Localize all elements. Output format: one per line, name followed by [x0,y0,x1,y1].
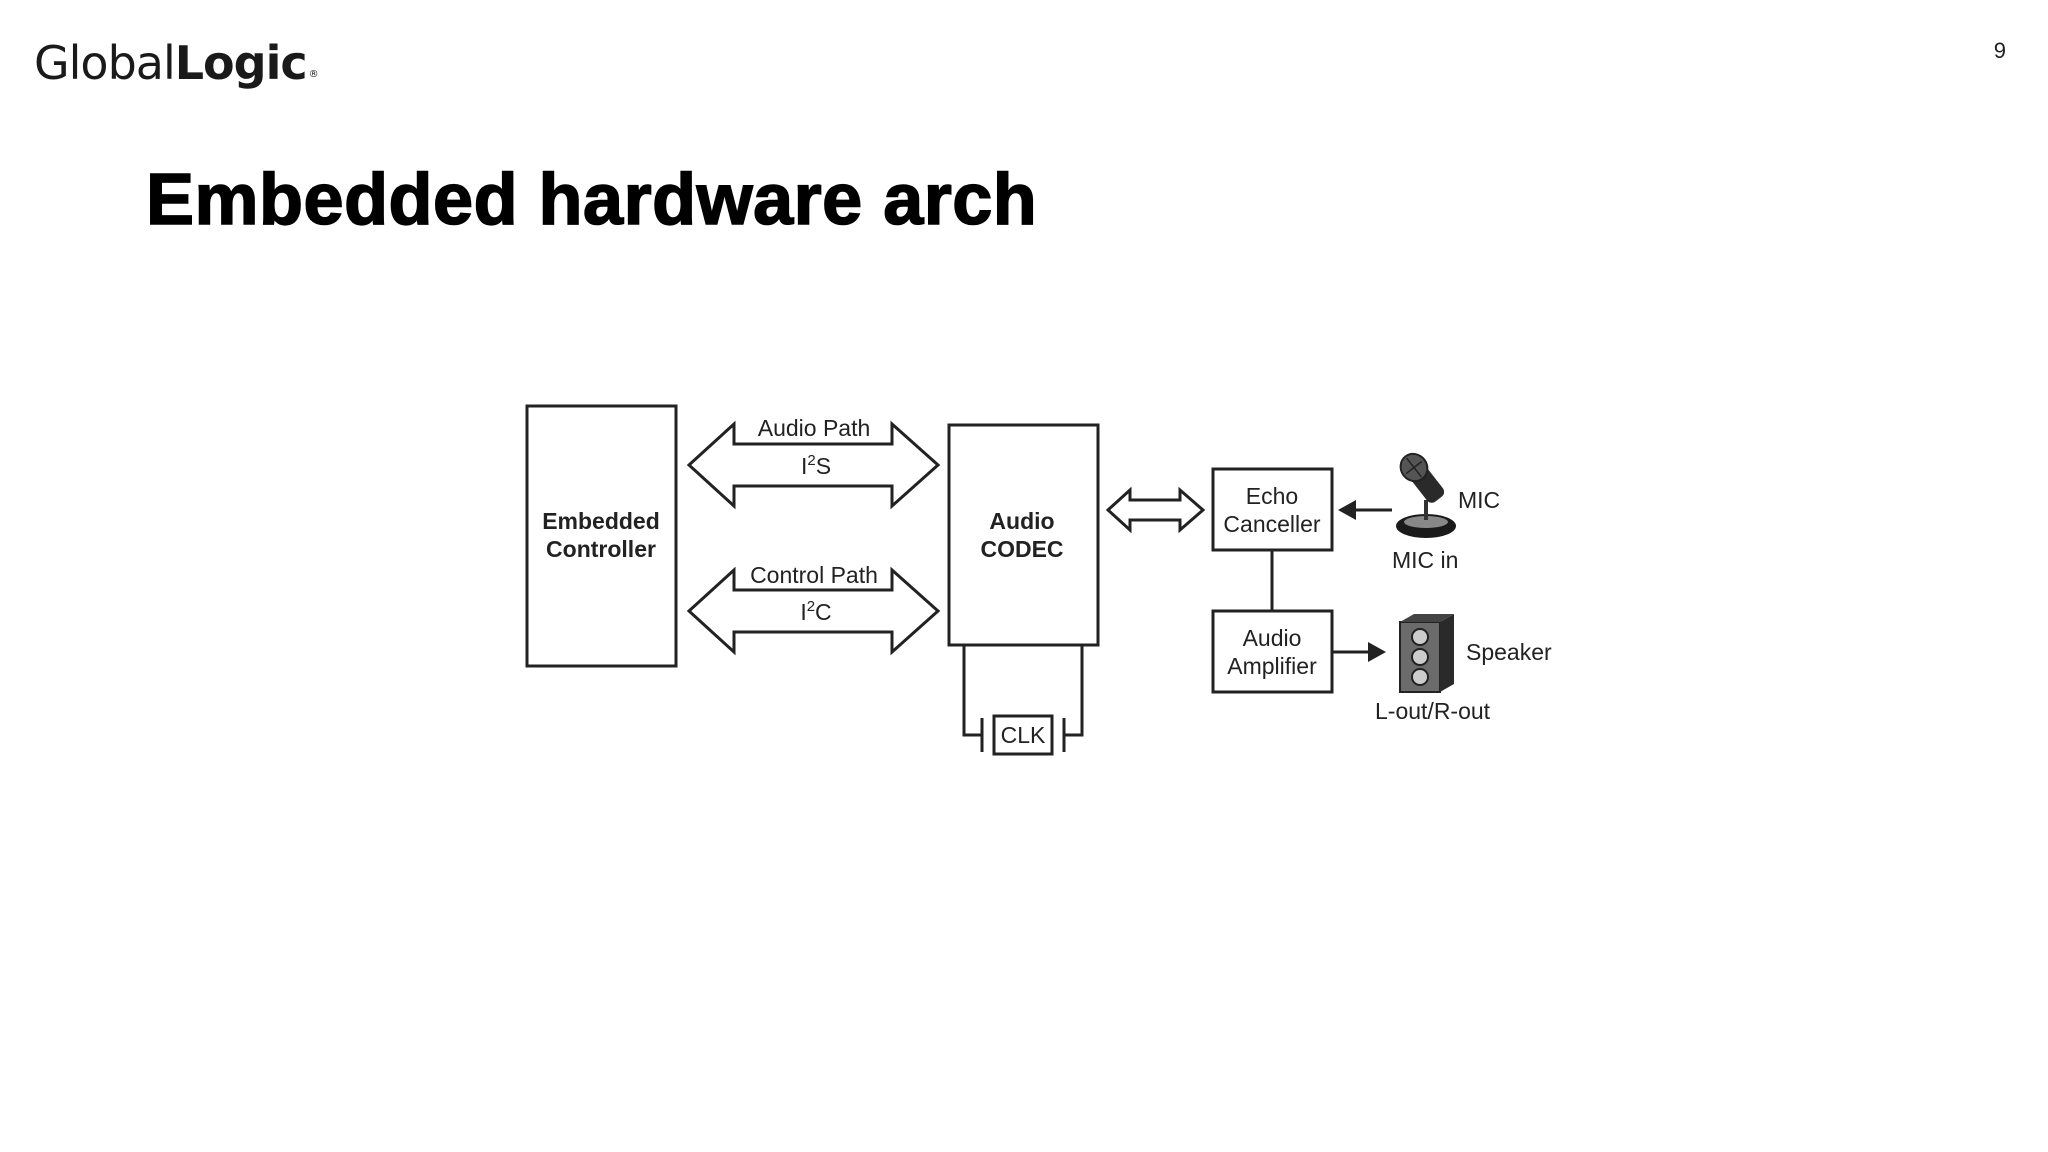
audio-path-label: Audio Path [758,415,871,441]
page-number: 9 [1993,38,2006,63]
audio-codec-label-line2: CODEC [980,536,1063,562]
mic-to-echo-arrow [1338,500,1392,520]
clk-box [992,714,1054,756]
audio-path-arrow [686,420,941,510]
lout-rout-label: L-out/R-out [1375,698,1491,724]
echo-canceller-box [1211,467,1334,552]
embedded-controller-label-line1: Embedded [542,508,660,534]
mic-in-label: MIC in [1392,547,1458,573]
mic-label: MIC [1458,487,1500,513]
microphone-icon [1396,452,1456,538]
echo-canceller-label-line1: Echo [1246,483,1298,509]
speaker-icon [1399,614,1454,693]
audio-codec-box [947,423,1100,647]
codec-echo-arrow [1105,486,1206,534]
audio-amplifier-label-line2: Amplifier [1227,653,1317,679]
i2c-label: I2C [800,598,831,625]
logo-text-logic: Logic [174,36,308,90]
clk-label: CLK [1001,722,1046,748]
embedded-controller-box [525,404,678,668]
audio-amplifier-label-line1: Audio [1243,625,1302,651]
embedded-controller-label-line2: Controller [546,536,656,562]
page-title: Embedded hardware arch [145,159,1038,241]
clk-circuit [962,645,1084,752]
audio-codec-label-line1: Audio [989,508,1054,534]
control-path-arrow [686,566,941,656]
amp-to-speaker-arrow [1332,642,1386,662]
control-path-label: Control Path [750,562,878,588]
logo-registered-mark: ® [308,69,319,80]
audio-amplifier-box [1211,609,1334,694]
globallogic-logo: GlobalLogic® [34,28,319,98]
logo-text-global: Global [34,36,176,90]
echo-canceller-label-line2: Canceller [1223,511,1320,537]
i2s-label: I2S [801,452,831,479]
speaker-label: Speaker [1466,639,1552,665]
